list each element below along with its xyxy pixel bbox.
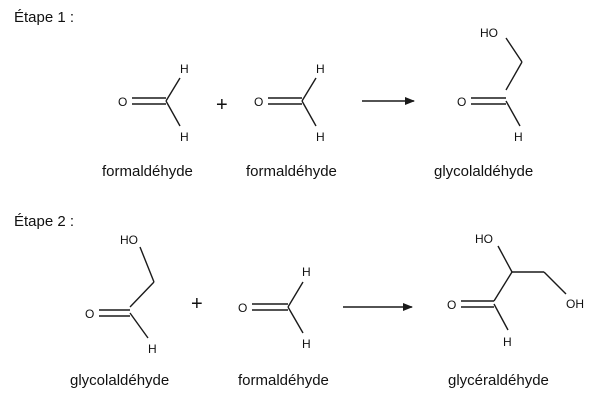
atom-O: O xyxy=(457,95,466,109)
step-2-plus: + xyxy=(191,293,203,315)
step-1-reactant-1-structure: O H H xyxy=(118,62,189,144)
atom-H: H xyxy=(514,130,523,144)
step-2-product-name: glycéraldéhyde xyxy=(448,372,549,389)
atom-HO: HO xyxy=(120,233,138,247)
atom-O: O xyxy=(238,301,247,315)
step-1-plus: + xyxy=(216,94,228,116)
step-2-reactant-2-structure: O H H xyxy=(238,265,311,351)
atom-H-bottom: H xyxy=(302,337,311,351)
atom-H-bottom: H xyxy=(180,130,189,144)
step-1-product-structure: HO O H xyxy=(457,26,523,144)
atom-H: H xyxy=(503,335,512,349)
atom-H-top: H xyxy=(180,62,189,76)
atom-HO: HO xyxy=(475,232,493,246)
step-2-title: Étape 2 : xyxy=(14,213,74,230)
atom-H-bottom: H xyxy=(316,130,325,144)
step-2-product-structure: HO OH O H xyxy=(447,232,584,349)
atom-O: O xyxy=(118,95,127,109)
atom-OH: OH xyxy=(566,297,584,311)
step-2: Étape 2 : HO O H glycolaldéhyde + xyxy=(14,213,584,389)
step-1: Étape 1 : O H H formaldéhyde + O H xyxy=(14,9,533,180)
step-1-title: Étape 1 : xyxy=(14,9,74,26)
step-2-reactant-1-name: glycolaldéhyde xyxy=(70,372,169,389)
atom-O: O xyxy=(254,95,263,109)
step-1-reactant-2-name: formaldéhyde xyxy=(246,163,337,180)
atom-H-top: H xyxy=(302,265,311,279)
atom-HO: HO xyxy=(480,26,498,40)
atom-O: O xyxy=(85,307,94,321)
step-2-reactant-1-structure: HO O H xyxy=(85,233,157,356)
atom-H: H xyxy=(148,342,157,356)
step-1-reactant-2-structure: O H H xyxy=(254,62,325,144)
atom-O: O xyxy=(447,298,456,312)
step-1-product-name: glycolaldéhyde xyxy=(434,163,533,180)
step-1-reactant-1-name: formaldéhyde xyxy=(102,163,193,180)
step-2-reactant-2-name: formaldéhyde xyxy=(238,372,329,389)
atom-H-top: H xyxy=(316,62,325,76)
